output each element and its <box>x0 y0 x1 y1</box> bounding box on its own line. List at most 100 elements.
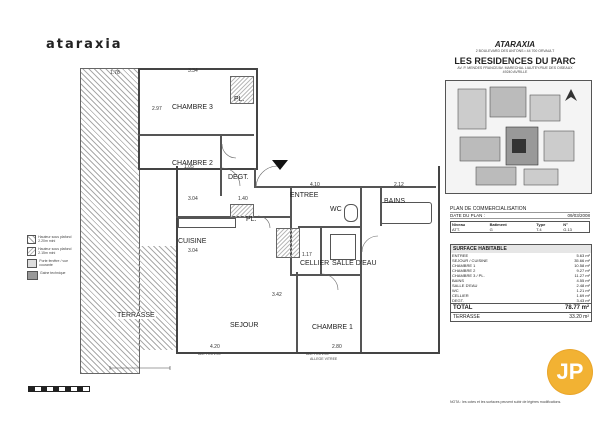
surface-name: CHAMBRE 1 <box>452 263 476 268</box>
surface-value: 5.63 m² <box>576 253 590 258</box>
table-row: BAINS 4.55 m² <box>451 278 591 283</box>
room-chambre-1: CHAMBRE 1 <box>312 324 353 331</box>
kitchen-counter <box>178 218 236 228</box>
ident-table: Niveau Batiment Type N° ATT. G T.4 G.13 <box>450 221 590 233</box>
room-terrasse: TERRASSE <box>116 312 156 319</box>
room-cuisine: CUISINE <box>178 238 207 245</box>
surface-value: 1.21 m² <box>576 288 590 293</box>
dim-label: 2.80 <box>332 344 342 350</box>
room-pl-1: PL. <box>234 96 245 103</box>
terrace-lower <box>138 246 176 350</box>
ident-header: Batiment <box>489 222 507 227</box>
allege-note-1: ALL. FINI 1.00 <box>198 352 221 356</box>
header-block: ATARAXIA 2 BOULEVARD DES ANTONS • 44 700… <box>440 40 590 74</box>
project-name: LES RESIDENCES DU PARC <box>454 56 576 66</box>
surface-value: 11.27 m² <box>574 273 591 278</box>
surface-name: SEJOUR / CUISINE <box>452 258 488 263</box>
plan-title: PLAN DE COMMERCIALISATION <box>450 206 590 213</box>
door-swings <box>109 143 379 370</box>
total-label: TOTAL <box>453 305 473 311</box>
dim-label: 4.20 <box>210 344 220 350</box>
brand-logo: ataraxia <box>46 37 123 52</box>
surface-name: CELLIER <box>452 293 469 298</box>
room-salle-eau: SALLE D'EAU <box>332 260 377 267</box>
plan-date-label: DATE DU PLAN : <box>450 213 485 218</box>
table-row: WC 1.21 m² <box>451 288 591 293</box>
surface-name: WC <box>452 288 459 293</box>
dim-label: 2.12 <box>394 182 404 188</box>
allege-vitree: ALLEGE VITREE <box>310 357 338 361</box>
ident-header: N° <box>563 222 568 227</box>
dim-label: 1.17 <box>302 252 312 258</box>
footnote: NOTA : les cotes et les surfaces peuvent… <box>450 400 562 404</box>
plan-date: 09/03/2008 <box>567 213 590 218</box>
dim-label: 1.05 <box>184 164 194 170</box>
dim-label: 2.97 <box>152 106 162 112</box>
site-plan-thumbnail <box>445 80 592 194</box>
surface-name: CHAMBRE 2 <box>452 268 476 273</box>
surface-value: 10.58 m² <box>574 263 590 268</box>
surface-value: 4.55 m² <box>576 278 590 283</box>
table-row: CELLIER 1.69 m² <box>451 293 591 298</box>
surface-value: 3.43 m² <box>576 298 590 303</box>
allege-note-2: ALL. FINI 1.00 <box>306 352 329 356</box>
surface-name: DEGT. <box>452 298 464 303</box>
room-entree: ENTREE <box>290 192 319 199</box>
surface-title: SURFACE HABITABLE <box>451 245 591 253</box>
dim-label: 1.78 <box>110 70 120 76</box>
ident-value: ATT. <box>452 227 460 232</box>
surface-value: 1.69 m² <box>576 293 590 298</box>
room-degt: DEGT. <box>228 174 249 181</box>
table-row: CHAMBRE 3 / PL. 11.27 m² <box>451 273 591 278</box>
dim-label: 3.04 <box>188 196 198 202</box>
bathtub <box>380 202 432 224</box>
wc-fixture <box>344 204 358 222</box>
table-row: SEJOUR / CUISINE 35.66 m² <box>451 258 591 263</box>
dim-label: 1.40 <box>238 196 248 202</box>
living-outline <box>176 166 440 354</box>
surface-value: 9.27 m² <box>576 268 590 273</box>
project-address: AV. P. MENDES FRANCE/AV. MARECHAL LIAUTE… <box>457 66 573 70</box>
room-chambre-2: CHAMBRE 2 <box>172 160 213 167</box>
company-address: 2 BOULEVARD DES ANTONS • 44 700 ORVAULT <box>475 49 555 53</box>
surface-table: ENTREE 5.63 m² SEJOUR / CUISINE 35.66 m² C… <box>451 253 591 303</box>
table-row: CHAMBRE 1 10.58 m² <box>451 263 591 268</box>
plan-info: PLAN DE COMMERCIALISATION DATE DU PLAN :… <box>450 206 590 233</box>
legend-item: Porte fenêtre / vue courante <box>39 259 69 267</box>
surface-panel: SURFACE HABITABLE ENTREE 5.63 m² SEJOUR /… <box>450 244 592 322</box>
legend: Hauteur sous plafond 2.20m mini Hauteur … <box>27 235 79 280</box>
room-pl-2: PL. <box>246 216 257 223</box>
legend-item: Gaine technique <box>40 271 66 275</box>
apartment-outline <box>138 68 258 170</box>
ident-value: T.4 <box>536 227 542 232</box>
ident-header: Type <box>536 222 546 227</box>
terrace-label: TERRASSE <box>453 314 480 320</box>
room-bains: BAINS <box>384 198 406 205</box>
surface-value: 35.66 m² <box>574 258 590 263</box>
floor-plan: CHAMBRE 3 CHAMBRE 2 DEGT. ENTREE WC BAIN… <box>80 56 440 386</box>
table-row: DEGT. 3.43 m² <box>451 298 591 303</box>
legend-item: Hauteur sous plafond 2.20m mini <box>38 235 72 243</box>
surface-name: BAINS <box>452 278 465 283</box>
jp-badge: JP <box>548 350 592 394</box>
shower <box>330 234 356 260</box>
total-value: 78.77 m² <box>564 305 589 311</box>
ident-value: G <box>489 227 493 232</box>
room-chambre-3: CHAMBRE 3 <box>172 104 213 111</box>
site-plan-drawing <box>457 86 577 186</box>
surface-name: ENTREE <box>452 253 469 258</box>
dim-label: 3.04 <box>188 248 198 254</box>
dim-label: 3.34 <box>188 68 198 74</box>
scale-bar <box>28 386 90 392</box>
surface-value: 2.48 m² <box>576 283 590 288</box>
company-name: ATARAXIA <box>494 40 536 49</box>
room-sejour: SEJOUR <box>230 322 259 329</box>
table-row: ENTREE 5.63 m² <box>451 253 591 258</box>
terrace-area <box>80 68 140 374</box>
dim-label: 3.42 <box>272 292 282 298</box>
ident-value: G.13 <box>563 227 572 232</box>
table-row: CHAMBRE 2 9.27 m² <box>451 268 591 273</box>
legend-item: Hauteur sous plafond 2.15m mini <box>38 247 72 255</box>
surface-name: CHAMBRE 3 / PL. <box>452 273 485 278</box>
